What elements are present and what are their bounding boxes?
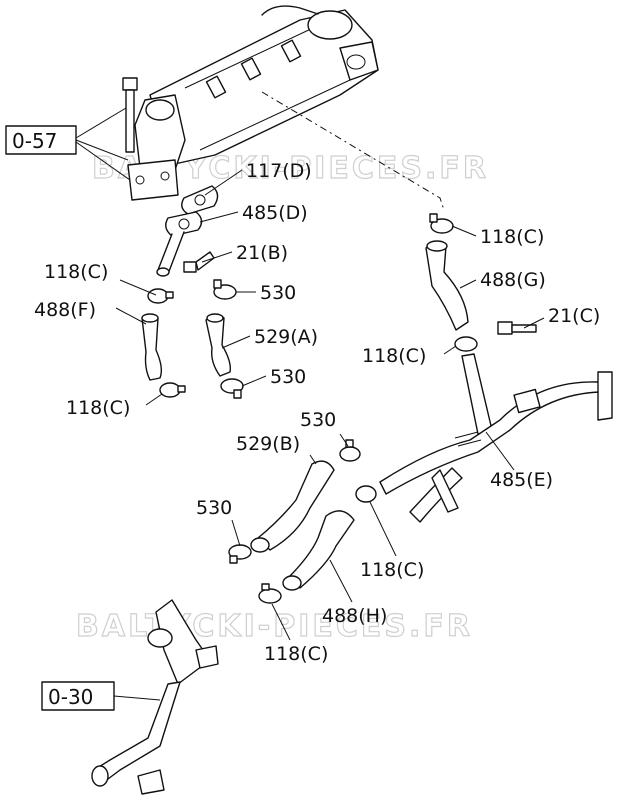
label-488g: 488(G)	[480, 269, 546, 291]
label-118c-5: 118(C)	[360, 559, 424, 581]
watermark-bottom: BALTYCKI-PIECES.FR	[76, 609, 473, 644]
ref-0-30: 0-30	[48, 685, 93, 709]
ref-0-57-box	[5, 125, 77, 155]
clamp-118c-right-mid	[454, 336, 478, 352]
clamp-530-mid	[339, 439, 361, 462]
label-485e: 485(E)	[490, 469, 553, 491]
water-outlet-pipe	[91, 599, 219, 795]
label-529a: 529(A)	[254, 326, 318, 348]
hose-529b	[257, 460, 335, 551]
bolt-21b	[183, 251, 215, 273]
label-530-2: 530	[270, 366, 306, 388]
label-488h: 488(H)	[322, 605, 387, 627]
clamp-530-lower-left	[228, 544, 252, 564]
hose-488f	[141, 314, 163, 381]
label-530-3: 530	[300, 409, 336, 431]
label-118c-6: 118(C)	[264, 643, 328, 665]
reference-line	[261, 91, 445, 211]
label-118c-2: 118(C)	[66, 397, 130, 419]
label-118c-1: 118(C)	[44, 261, 108, 283]
clamp-118c-right-upper	[429, 213, 454, 234]
label-530-4: 530	[196, 497, 232, 519]
label-117d: 117(D)	[246, 160, 312, 182]
clamp-530-upper	[213, 279, 237, 300]
label-21c: 21(C)	[548, 305, 600, 327]
pipe-485e	[379, 353, 613, 523]
clamp-118c-left	[147, 288, 174, 304]
label-529b: 529(B)	[236, 433, 300, 455]
leader-lines	[75, 107, 545, 701]
hose-488h	[287, 510, 355, 589]
label-488f: 488(F)	[34, 299, 96, 321]
label-118c-3: 118(C)	[480, 226, 544, 248]
clamp-118c-lower-left	[159, 382, 186, 398]
clamp-530-lower	[220, 378, 244, 399]
egr-cooler	[127, 5, 379, 201]
clamp-118c-lower	[258, 583, 282, 604]
label-485d: 485(D)	[242, 202, 308, 224]
label-530-1: 530	[260, 282, 296, 304]
hose-488g	[425, 241, 469, 331]
clamp-118c-center	[355, 485, 377, 503]
ref-0-57: 0-57	[12, 129, 57, 153]
hose-529a	[205, 313, 232, 377]
label-21b: 21(B)	[236, 242, 288, 264]
pipe-485d	[156, 211, 203, 277]
label-118c-4: 118(C)	[362, 345, 426, 367]
bolt-top	[122, 77, 138, 153]
bolt-21c	[497, 321, 537, 335]
